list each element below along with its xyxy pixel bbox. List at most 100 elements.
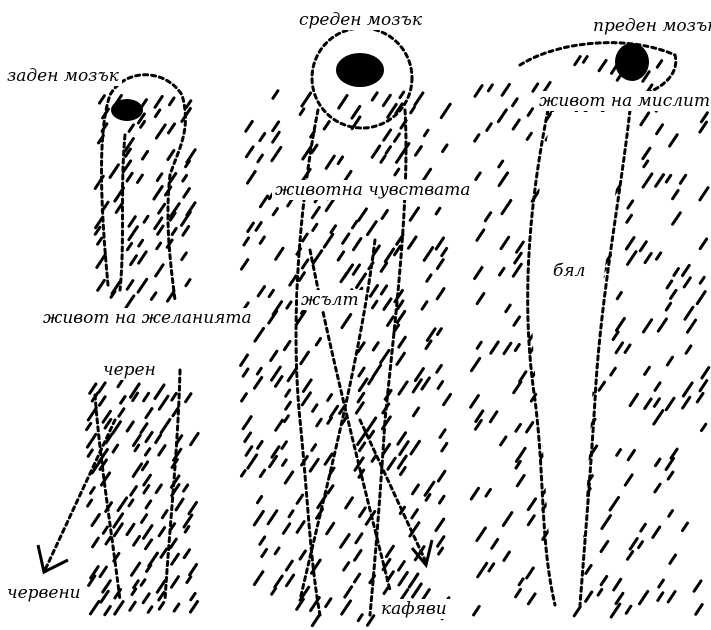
hatch-stroke <box>645 399 651 409</box>
hatch-stroke <box>172 554 179 564</box>
hatch-stroke <box>683 523 688 531</box>
hatch-stroke <box>437 289 444 299</box>
hatch-stroke <box>360 443 365 451</box>
hatch-stroke <box>475 135 479 141</box>
hatch-stroke <box>413 485 419 494</box>
hatch-stroke <box>276 420 283 430</box>
hatch-stroke <box>643 174 652 187</box>
hatch-stroke <box>257 368 261 374</box>
hatch-stroke <box>148 607 152 613</box>
hatch-stroke <box>586 592 592 601</box>
hatch-stroke <box>317 419 321 426</box>
hatch-stroke <box>172 577 179 588</box>
hatch-stroke <box>146 433 152 442</box>
hatch-stroke <box>359 368 364 376</box>
hatch-stroke <box>471 396 479 408</box>
hatch-stroke <box>381 350 389 362</box>
life-of-desires-label: живот на желанията <box>40 308 255 328</box>
hatch-stroke <box>640 242 646 251</box>
hatch-stroke <box>372 146 380 157</box>
hatch-stroke <box>288 368 296 381</box>
hatch-stroke <box>653 527 660 537</box>
hatch-stroke <box>258 155 263 162</box>
white-column-area <box>532 112 626 603</box>
hatch-stroke <box>255 378 262 389</box>
hatch-stroke <box>258 287 264 296</box>
hatch-stroke <box>260 237 264 243</box>
hatch-stroke <box>110 165 118 178</box>
hatch-stroke <box>399 382 407 394</box>
hatch-stroke <box>248 223 254 231</box>
hatch-stroke <box>244 238 249 245</box>
yellow-label: жълт <box>298 290 362 310</box>
hatch-stroke <box>386 147 390 154</box>
hatch-stroke <box>184 550 189 558</box>
hatch-stroke <box>399 562 405 571</box>
hatch-stroke <box>132 563 140 575</box>
hatch-stroke <box>397 155 402 162</box>
hatch-stroke <box>326 200 333 211</box>
hatch-stroke <box>499 173 507 186</box>
hatch-stroke <box>303 380 311 392</box>
hatch-stroke <box>189 502 197 513</box>
hatch-stroke <box>342 315 351 328</box>
hatch-stroke <box>519 579 523 585</box>
white-label: бял <box>550 261 588 281</box>
hatch-stroke <box>657 253 661 259</box>
hatch-stroke <box>513 99 518 106</box>
hatch-stroke <box>90 384 96 393</box>
hatch-stroke <box>422 378 429 389</box>
hatch-stroke <box>373 365 381 376</box>
hatch-stroke <box>138 175 143 182</box>
hatch-stroke <box>360 508 366 517</box>
hatch-stroke <box>241 355 248 365</box>
hatch-stroke <box>284 342 290 350</box>
hatch-stroke <box>144 393 149 401</box>
hatch-stroke <box>157 243 161 249</box>
hatch-stroke <box>474 606 480 615</box>
hatch-stroke <box>514 382 521 393</box>
hatch-stroke <box>156 265 163 276</box>
hatch-stroke <box>516 448 525 461</box>
hatch-stroke <box>183 176 187 182</box>
hatch-stroke <box>118 381 122 387</box>
hatch-stroke <box>400 92 404 98</box>
hatch-stroke <box>502 84 509 95</box>
hatch-stroke <box>161 549 167 557</box>
hatch-stroke <box>398 433 406 444</box>
hatch-stroke <box>283 524 289 534</box>
hatch-stroke <box>302 93 311 106</box>
hatch-stroke <box>372 456 376 462</box>
hatch-stroke <box>610 497 618 510</box>
hatch-stroke <box>87 434 96 447</box>
hatch-stroke <box>491 342 498 353</box>
hatch-stroke <box>369 378 373 384</box>
hatch-stroke <box>415 93 423 105</box>
hatch-stroke <box>302 260 308 268</box>
hatch-stroke <box>113 445 118 452</box>
hatch-stroke <box>154 187 162 200</box>
hatch-stroke <box>326 156 334 168</box>
hatch-stroke <box>601 577 607 585</box>
hatch-stroke <box>127 173 132 181</box>
hatch-stroke <box>346 498 353 508</box>
hatch-stroke <box>645 253 651 262</box>
hatch-stroke <box>246 122 253 132</box>
hatch-stroke <box>146 540 152 549</box>
hatch-stroke <box>157 174 162 181</box>
hatch-stroke <box>185 527 189 533</box>
hatch-stroke <box>471 488 478 499</box>
hatch-stroke <box>313 405 317 412</box>
hatch-stroke <box>701 113 707 122</box>
hatch-stroke <box>411 441 419 454</box>
hatch-stroke <box>438 329 442 335</box>
hatch-stroke <box>666 303 670 310</box>
hatch-stroke <box>273 91 278 99</box>
hatch-stroke <box>412 510 418 518</box>
hatch-stroke <box>169 124 175 133</box>
hatch-stroke <box>368 616 374 626</box>
hatch-stroke <box>242 394 247 401</box>
hatch-stroke <box>411 107 415 113</box>
hatch-stroke <box>611 604 620 617</box>
hatch-stroke <box>354 239 361 250</box>
